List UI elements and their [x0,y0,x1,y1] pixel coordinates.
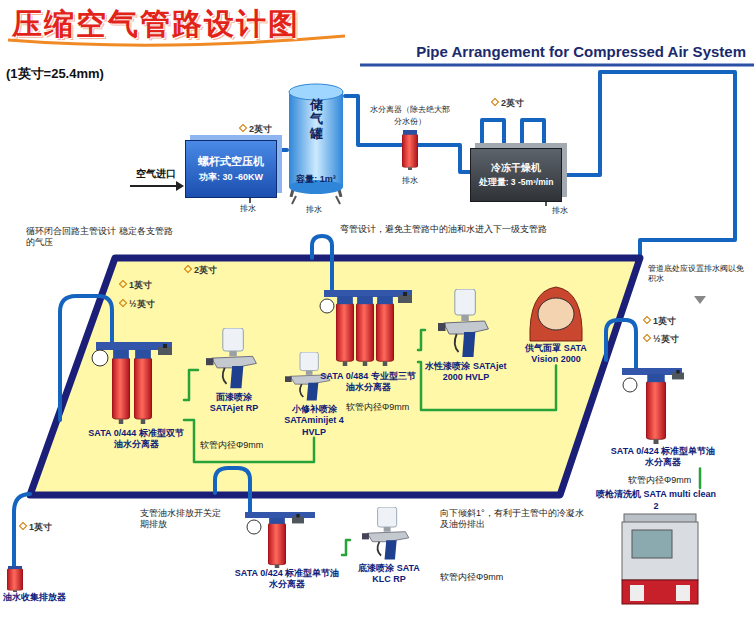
filter-unit: SATA 0/484 专业型三节油水分离器 [318,285,418,394]
node-text: 水性漆喷涂 SATAjet 2000 HVLP [425,361,507,384]
label-text: 排水 [240,204,256,214]
label-text: Pipe Arrangement for Compressed Air Syst… [416,43,746,62]
node-text: 功率: 30 -60KW [189,172,273,183]
label-text: 管道底处应设置排水阀以免积水 [648,264,748,284]
node-text: 底漆喷涂 SATA KLC RP [350,563,428,586]
hose-connector [184,420,314,462]
node-text: SATA 0/444 标准型双节油水分离器 [88,428,184,451]
compressor-box: 螺杆式空压机功率: 30 -60KW [185,140,277,198]
spray-gun: 底漆喷涂 SATA KLC RP [350,505,428,586]
node-text: 储气罐 [310,98,323,141]
water-separator: 水分离器（除去绝大部分水份） [370,104,450,172]
node-text: 面漆喷涂 SATAjet RP [198,392,270,415]
node-text: 水分离器（除去绝大部分水份） [370,104,450,128]
node-text: 处理量: 3 -5m³/min [473,177,559,188]
label-text: 2英寸 [185,265,217,276]
hose-connector [342,540,350,555]
dryer-box: 冷冻干燥机处理量: 3 -5m³/min [470,148,562,202]
spray-gun: 水性漆喷涂 SATAjet 2000 HVLP [425,287,507,384]
label-text: 循环闭合回路主管设计 稳定各支管路的气压 [26,226,176,249]
label-text: 排水 [306,205,322,215]
label-text: 2英寸 [492,98,524,109]
label-text: 2英寸 [240,124,272,135]
pipe-connector [277,148,287,152]
node-text: 小修补喷涂 SATAminijet 4 HVLP [272,404,356,438]
hose-connector [418,362,556,410]
hose-connector [418,330,425,350]
gun-washer: 喷枪清洗机 SATA multi clean 2 [596,488,716,606]
node-text: SATA 0/424 标准型单节油水分离器 [232,568,342,591]
label-text: 弯管设计，避免主管路中的油和水进入下一级支管路 [340,224,550,235]
label-text: 排水 [402,176,418,186]
node-text: SATA 0/424 标准型单节油水分离器 [608,446,718,469]
tank-part [289,92,343,187]
node-text: 供气面罩 SATA Vision 2000 [512,343,600,366]
label-text: (1英寸=25.4mm) [6,66,104,82]
drain-collector: 油水收集排放器 [3,566,95,603]
label-text: 向下倾斜1°，有利于主管中的冷凝水及油份排出 [440,508,590,531]
label-text: 软管内径Φ9mm [346,402,409,413]
label-text: 1英寸 [644,316,676,327]
node-text: 喷枪清洗机 SATA multi clean 2 [596,488,716,512]
label-text: 空气进口 [136,168,176,181]
label-text: 支管油水排放开关定期排放 [140,508,228,531]
diagram-title: 压缩空气管路设计图 [12,4,300,45]
node-text: 容量: 1m³ [296,174,336,185]
pipe-connector [450,145,470,172]
node-text: SATA 0/484 专业型三节油水分离器 [318,371,418,394]
node-text: 油水收集排放器 [3,592,95,603]
filter-unit: SATA 0/424 标准型单节油水分离器 [608,366,718,469]
filter-unit: SATA 0/424 标准型单节油水分离器 [232,510,342,591]
pipe-connector [345,96,370,145]
label-text: ½英寸 [120,299,155,310]
filter-unit: SATA 0/444 标准型双节油水分离器 [88,338,184,451]
spray-gun: 面漆喷涂 SATAjet RP [198,326,270,415]
hose-connector [699,469,702,489]
spray-gun: 小修补喷涂 SATAminijet 4 HVLP [272,350,356,438]
node-text: 冷冻干燥机 [473,162,559,175]
label-text: 软管内径Φ9mm [440,572,503,583]
label-text: 1英寸 [20,522,52,533]
node-text: 螺杆式空压机 [189,155,273,169]
label-text: ½英寸 [644,334,679,345]
label-text: 软管内径Φ9mm [628,475,691,486]
label-text: 软管内径Φ9mm [200,440,263,451]
label-text: 排水 [552,206,568,216]
air-mask: 供气面罩 SATA Vision 2000 [512,285,600,366]
tank-cylinder: 储气罐容量: 1m³ [287,82,345,197]
label-text: 1英寸 [120,280,152,291]
hose-connector [184,370,198,400]
